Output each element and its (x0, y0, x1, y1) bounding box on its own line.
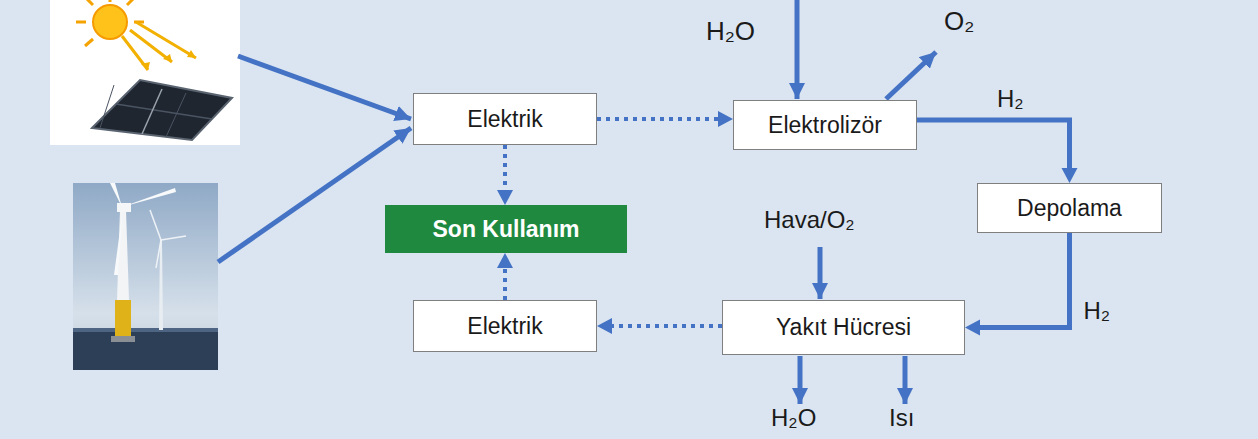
flow-connector (497, 253, 513, 300)
flow-connector (497, 145, 513, 205)
process-box: Elektrik (413, 93, 597, 145)
solar-panel-picture (50, 0, 240, 145)
flow-label: H₂O (771, 404, 816, 433)
flow-connector (597, 318, 722, 334)
box-text: Yakıt Hücresi (776, 314, 911, 341)
process-box: Elektrik (413, 300, 597, 352)
flow-label: H₂O (706, 16, 755, 47)
box-text: Depolama (1017, 195, 1122, 222)
flow-label: O₂ (944, 6, 974, 37)
box-text: Elektrik (467, 106, 542, 133)
box-text: Elektrik (467, 313, 542, 340)
flow-connector (917, 120, 1078, 183)
box-text: Elektrolizör (768, 112, 882, 139)
process-box: Yakıt Hücresi (722, 300, 965, 355)
flow-label: Hava/O₂ (764, 206, 855, 235)
process-box: Elektrolizör (733, 100, 917, 150)
end-use-box: Son Kullanım (385, 205, 627, 253)
edge-label: H₂ (997, 85, 1024, 114)
wind-turbine-picture (73, 183, 218, 370)
flow-label: Isı (889, 404, 914, 433)
edge-label: H₂ (1084, 297, 1111, 326)
process-box: Depolama (977, 183, 1162, 233)
flow-connector (597, 111, 733, 127)
box-text: Son Kullanım (433, 216, 580, 243)
flow-connector (965, 233, 1070, 336)
